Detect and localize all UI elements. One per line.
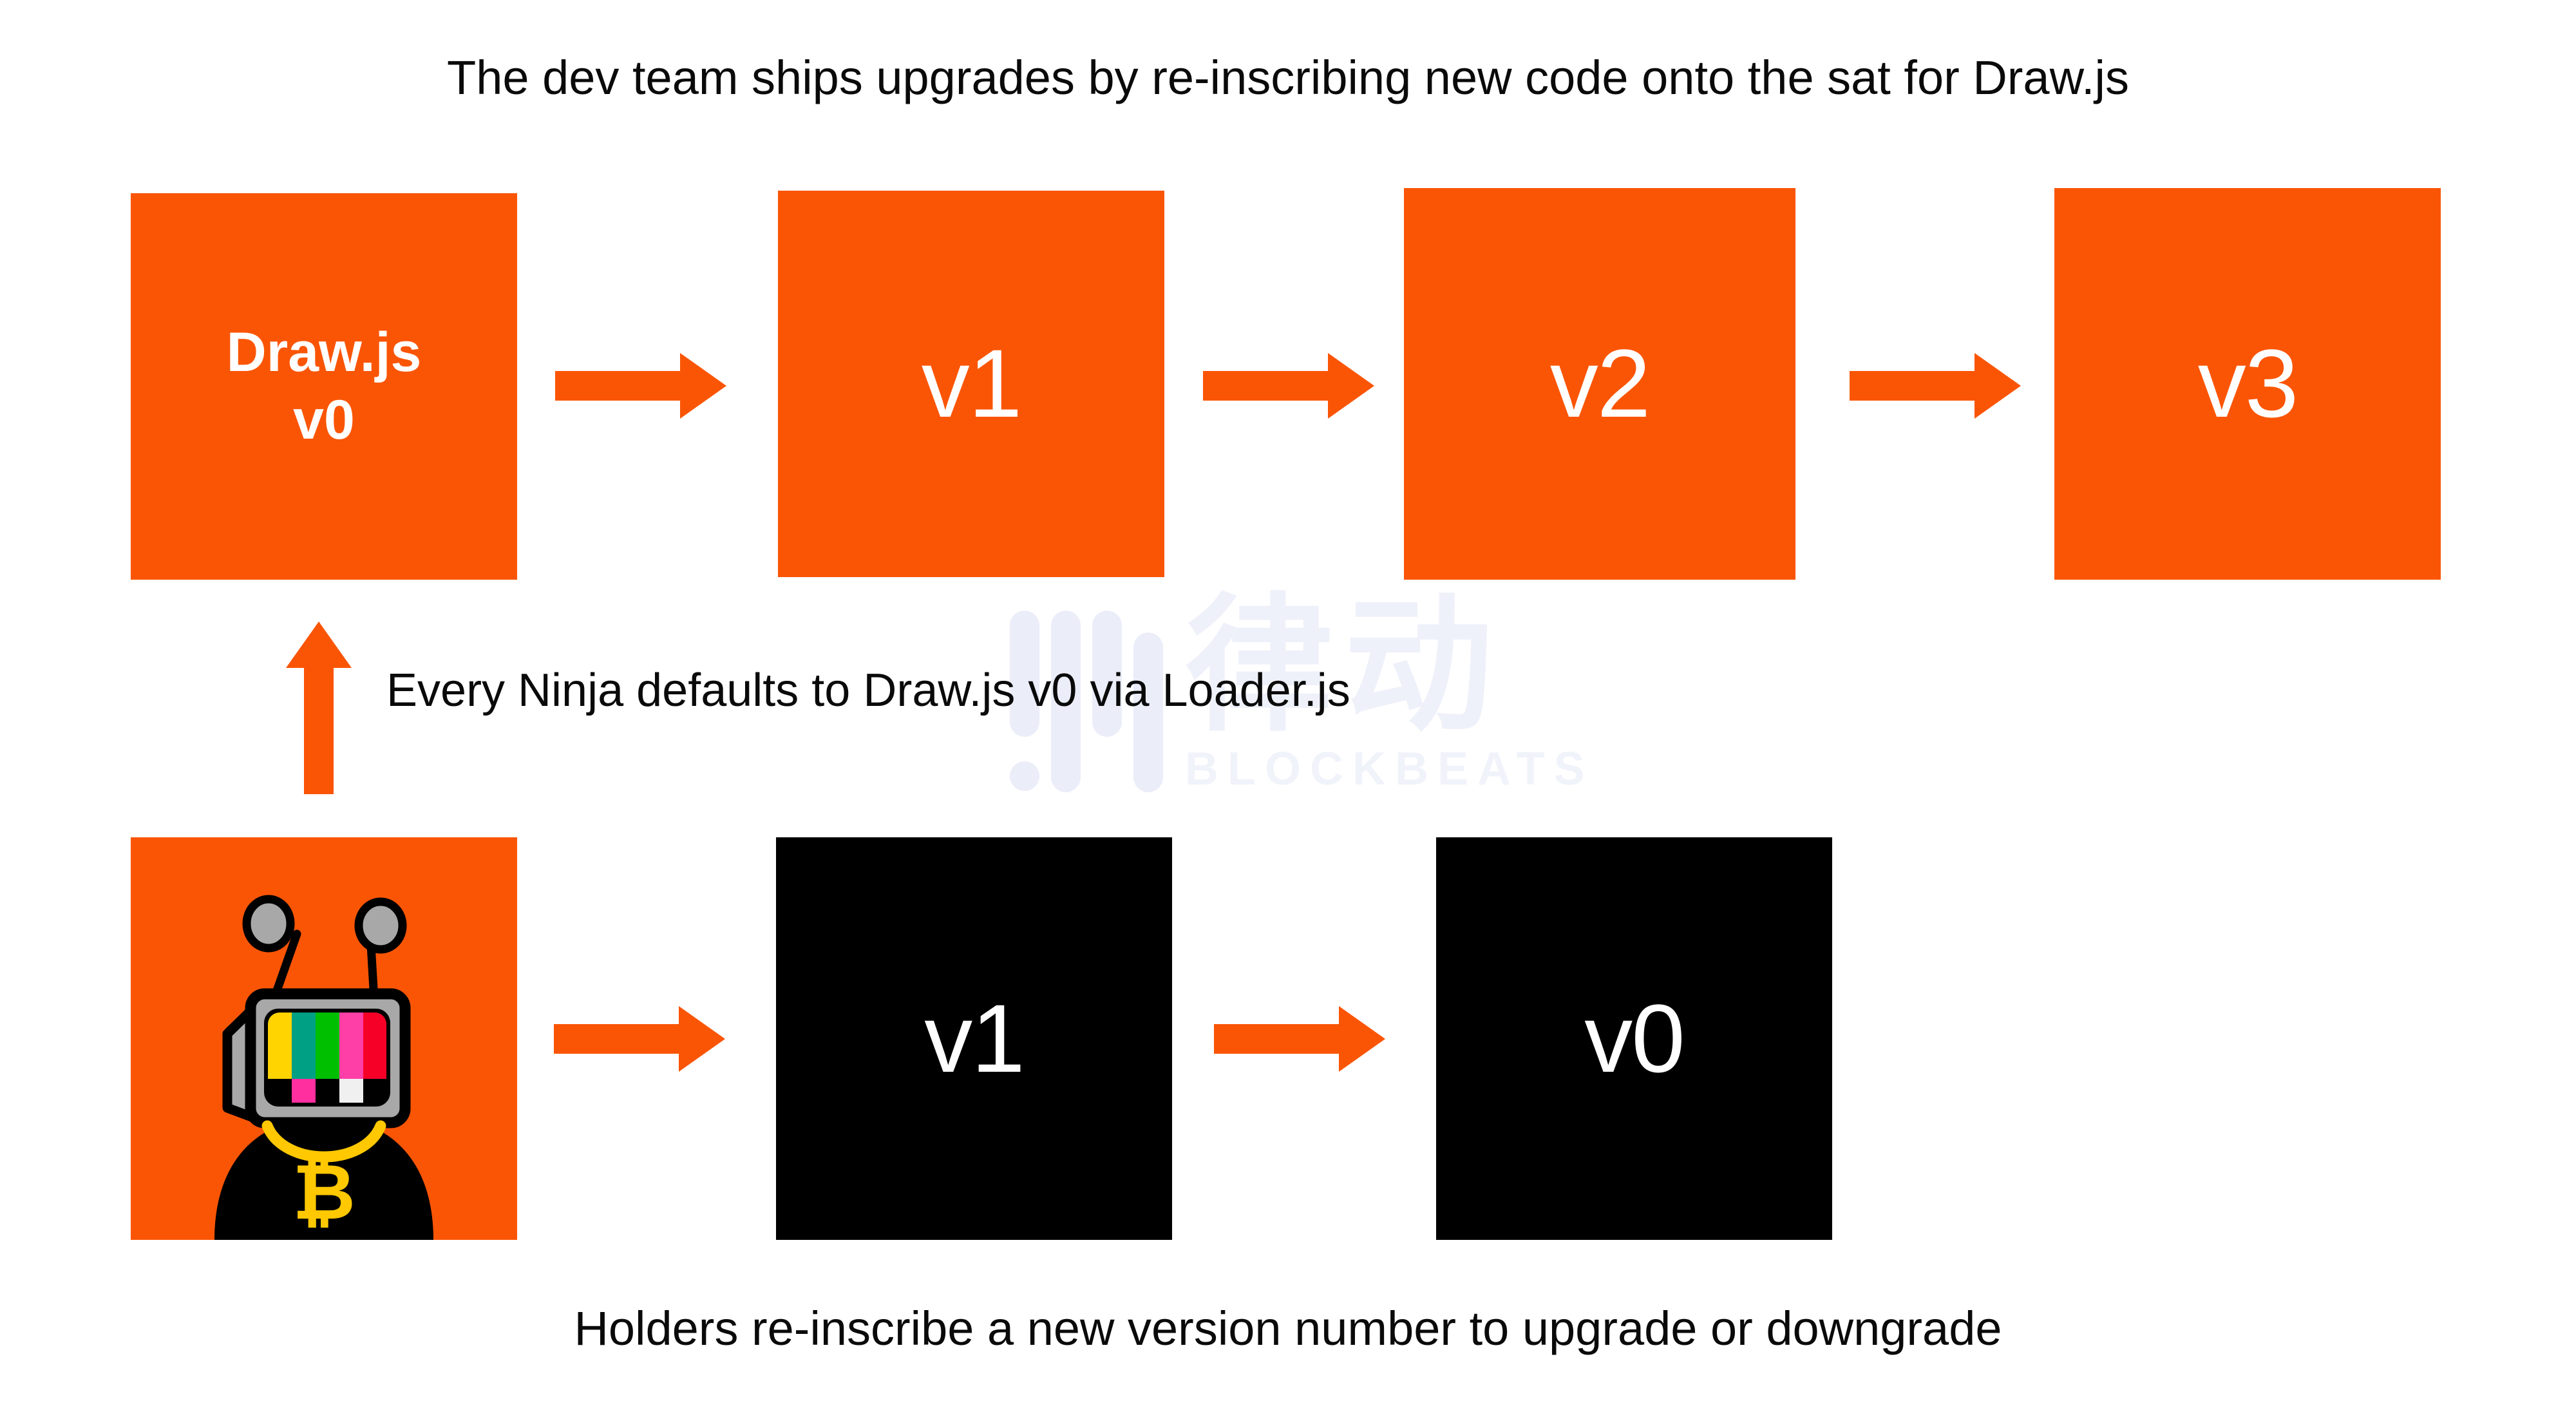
node-top-v3-label: v3	[2197, 329, 2298, 438]
arrow-draw-v0-to-v1-icon	[555, 353, 726, 419]
node-draw-v0[interactable]: Draw.js v0	[131, 193, 517, 580]
node-top-v1-label: v1	[921, 329, 1022, 438]
node-top-v3[interactable]: v3	[2054, 188, 2441, 580]
node-bottom-v0[interactable]: v0	[1436, 837, 1832, 1240]
node-bottom-v0-label: v0	[1584, 984, 1685, 1092]
arrow-avatar-to-v1-icon	[554, 1006, 725, 1072]
page-title: The dev team ships upgrades by re-inscri…	[447, 51, 2129, 104]
arrow-bottom-v1-to-v0-icon	[1214, 1006, 1385, 1072]
node-draw-v0-line2: v0	[293, 389, 355, 451]
node-top-v1[interactable]: v1	[778, 191, 1164, 577]
arrow-v2-to-v3-icon	[1850, 353, 2021, 419]
node-top-v2-label: v2	[1549, 329, 1651, 438]
caption-loader: Every Ninja defaults to Draw.js v0 via L…	[386, 665, 1350, 716]
watermark-brand-text: BLOCKBEATS	[1185, 743, 1594, 795]
arrow-loader-uplink-icon	[286, 622, 352, 794]
node-ninja-avatar[interactable]: ₿	[131, 837, 517, 1240]
tv-head-ninja-icon: ₿	[131, 837, 517, 1240]
node-draw-v0-label: Draw.js v0	[227, 319, 422, 454]
node-bottom-v1[interactable]: v1	[776, 837, 1172, 1240]
node-bottom-v1-label: v1	[924, 984, 1025, 1092]
svg-text:₿: ₿	[292, 1149, 355, 1235]
node-top-v2[interactable]: v2	[1404, 188, 1795, 580]
caption-reinscribe: Holders re-inscribe a new version number…	[574, 1302, 2002, 1355]
arrow-v1-to-v2-icon	[1203, 353, 1374, 419]
node-draw-v0-line1: Draw.js	[226, 321, 422, 384]
